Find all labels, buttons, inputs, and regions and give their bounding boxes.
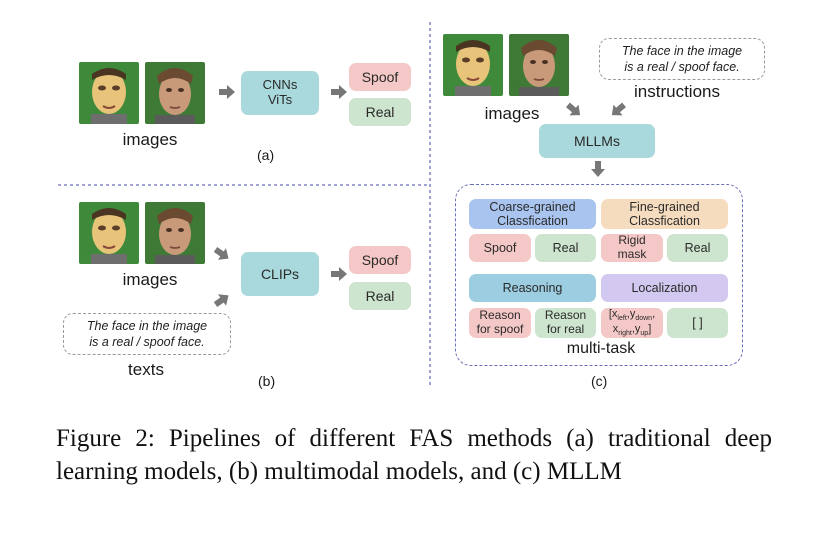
coord-up-sub: up	[640, 330, 649, 338]
multi-task-label: multi-task	[566, 340, 636, 357]
real-cell-c: Real	[535, 234, 596, 262]
rigid-line-2: mask	[617, 247, 647, 261]
clips-box: CLIPs	[241, 252, 319, 296]
coord-down-sub: down	[635, 315, 653, 323]
coord-right-sub: right	[618, 330, 632, 338]
arrow-icon	[331, 267, 347, 281]
text-prompt-line-1: The face in the image	[86, 318, 208, 333]
fine-line-1: Fine-grained	[629, 199, 700, 214]
fine-grained-header: Fine-grained Classfication	[601, 199, 728, 229]
cnns-label: CNNs	[262, 77, 298, 93]
reason-real-line-2: for real	[546, 322, 585, 336]
multi-task-container	[455, 184, 743, 366]
bbox-coordinates-cell: [xleft,ydown, xright,yup]	[601, 308, 663, 338]
panel-b-tag: (b)	[258, 373, 276, 389]
panel-a-tag: (a)	[257, 147, 275, 163]
vits-label: ViTs	[267, 92, 293, 107]
coarse-line-1: Coarse-grained	[489, 199, 576, 214]
texts-label: texts	[128, 360, 164, 379]
arrow-icon	[591, 161, 605, 177]
text-prompt-line-2: is a real / spoof face.	[89, 335, 205, 349]
text-prompt-bubble: The face in the image is a real / spoof …	[63, 313, 231, 355]
instruction-bubble: The face in the image is a real / spoof …	[599, 38, 765, 80]
spoof-output-b: Spoof	[349, 246, 411, 274]
arrow-icon	[211, 244, 232, 265]
instruction-line-2: is a real / spoof face.	[624, 60, 740, 74]
instructions-label: instructions	[634, 82, 720, 101]
real-face-image	[145, 62, 205, 124]
rigid-mask-cell: Rigid mask	[601, 233, 663, 262]
spoof-output-a: Spoof	[349, 63, 411, 91]
instruction-line-1: The face in the image	[621, 43, 743, 58]
reasoning-header: Reasoning	[469, 274, 596, 302]
localization-header: Localization	[601, 274, 728, 302]
coord-x-right: x	[612, 323, 619, 335]
empty-bbox-cell: [ ]	[667, 308, 728, 338]
arrow-icon	[607, 99, 628, 120]
cnn-vit-box: CNNs ViTs	[241, 71, 319, 115]
bbox-line-2: xright,yup]	[613, 323, 652, 338]
real-output-a: Real	[349, 98, 411, 126]
mllms-box: MLLMs	[539, 124, 655, 158]
real-output-b: Real	[349, 282, 411, 310]
arrow-icon	[563, 99, 584, 120]
coarse-grained-header: Coarse-grained Classfication	[469, 199, 596, 229]
images-label-c: images	[484, 104, 540, 123]
coord-y: ,y	[626, 308, 636, 321]
coord-left-sub: left	[617, 315, 627, 323]
rigid-line-1: Rigid	[618, 233, 646, 248]
images-label-a: images	[122, 130, 178, 149]
spoof-face-image	[443, 34, 503, 96]
spoof-cell-c: Spoof	[469, 234, 531, 262]
real-face-image	[509, 34, 569, 96]
images-label-b: images	[122, 270, 178, 289]
figure-caption: Figure 2: Pipelines of different FAS met…	[56, 425, 772, 485]
reason-real-line-1: Reason	[544, 308, 587, 323]
spoof-face-image	[79, 202, 139, 264]
panel-c-tag: (c)	[591, 373, 608, 389]
coarse-line-2: Classfication	[497, 214, 568, 228]
reason-real-cell: Reason for real	[535, 308, 596, 338]
real-face-image	[145, 202, 205, 264]
reason-spoof-line-1: Reason	[479, 308, 521, 323]
fine-line-2: Classfication	[629, 214, 700, 228]
coord-close: ]	[648, 323, 652, 335]
reason-spoof-cell: Reason for spoof	[469, 308, 531, 338]
arrow-icon	[211, 290, 232, 311]
bbox-line-1: [xleft,ydown,	[609, 308, 655, 323]
coord-y-up: ,y	[631, 323, 641, 335]
coord-x-left: [x	[608, 308, 618, 321]
real-cell-c2: Real	[667, 234, 728, 262]
spoof-face-image	[79, 62, 139, 124]
arrow-icon	[331, 85, 347, 99]
arrow-icon	[219, 85, 235, 99]
coord-comma: ,	[652, 308, 656, 321]
reason-spoof-line-2: for spoof	[476, 322, 524, 336]
